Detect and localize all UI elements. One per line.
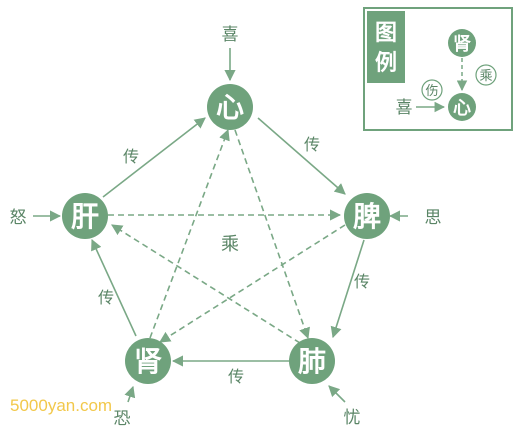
legend-injure-text: 伤	[425, 84, 438, 99]
emotion-joy: 喜	[222, 25, 239, 45]
legend-overact-text: 乘	[479, 69, 492, 84]
emotion-thought: 思	[425, 208, 442, 228]
liver-to-heart-arrow	[102, 117, 206, 198]
kidney-to-heart-arrow	[149, 128, 230, 339]
node-heart-circle	[207, 84, 253, 130]
node-lung: 肺	[289, 338, 335, 384]
label-overact-center: 乘	[221, 234, 239, 255]
kidney-to-liver-arrow	[91, 238, 137, 337]
node-lung-circle	[289, 338, 335, 384]
node-heart-label: 心	[216, 91, 244, 124]
node-lung-label: 肺	[298, 345, 326, 378]
fear-arrow	[124, 385, 136, 403]
worry-arrow	[328, 385, 346, 403]
legend-emotion: 喜	[396, 98, 413, 118]
watermark: 5000yan.com	[10, 396, 113, 415]
emotion-fear: 恐	[114, 409, 131, 429]
label-transmit-kidney-liver: 传	[98, 288, 114, 307]
heart-to-spleen-arrow	[257, 117, 346, 195]
node-spleen-circle	[344, 193, 390, 239]
legend-node-top	[448, 29, 476, 57]
legend: 图 例 肾 乘 伤 心 喜	[363, 7, 513, 131]
legend-node-top-label: 肾	[453, 34, 471, 55]
node-kidney-label: 肾	[134, 345, 162, 378]
spleen-to-lung-arrow	[330, 239, 365, 339]
label-transmit-liver-heart: 传	[123, 147, 139, 166]
node-liver-label: 肝	[71, 200, 99, 233]
legend-overact-badge	[475, 64, 497, 86]
label-transmit-spleen-lung: 传	[354, 272, 370, 291]
transmit-arrows	[91, 117, 365, 367]
legend-title-bg	[367, 11, 405, 83]
node-spleen: 脾	[344, 193, 390, 239]
emotion-arrows	[33, 48, 408, 403]
legend-title-top: 图	[375, 21, 397, 46]
emotion-anger: 怒	[10, 208, 27, 228]
label-transmit-lung-kidney: 传	[228, 367, 244, 386]
legend-node-bottom-label: 心	[453, 98, 471, 119]
label-transmit-heart-spleen: 传	[304, 135, 320, 154]
lung-to-liver-arrow	[111, 224, 301, 344]
node-kidney: 肾	[125, 338, 171, 384]
emotion-worry: 忧	[344, 408, 361, 428]
spleen-to-kidney-arrow	[159, 224, 346, 343]
node-heart: 心	[207, 84, 253, 130]
overact-arrows	[108, 128, 346, 344]
node-spleen-label: 脾	[353, 200, 381, 233]
heart-to-lung-arrow	[234, 129, 310, 340]
node-liver-circle	[62, 193, 108, 239]
node-liver: 肝	[62, 193, 108, 239]
legend-node-bottom	[448, 93, 476, 121]
legend-injure-badge	[421, 79, 443, 101]
legend-title-bottom: 例	[375, 51, 397, 76]
node-kidney-circle	[125, 338, 171, 384]
